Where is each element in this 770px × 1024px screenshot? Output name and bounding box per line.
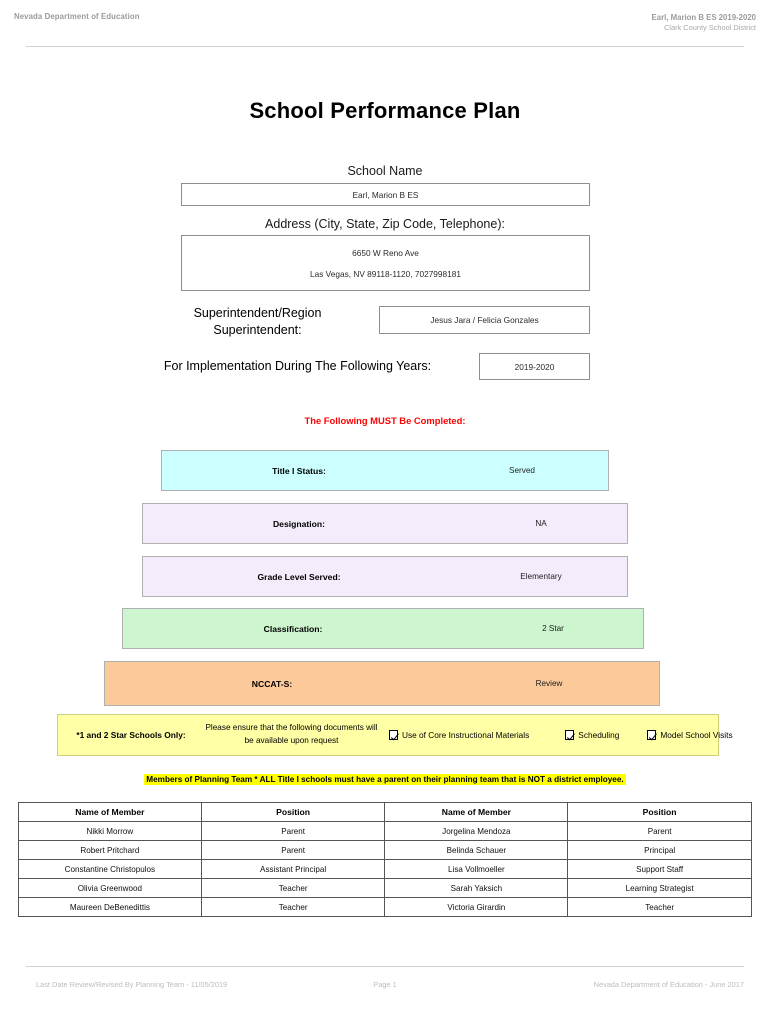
member-position-cell[interactable]: Teacher (200, 897, 386, 917)
table-row: Olivia Greenwood Teacher Sarah Yaksich L… (18, 878, 752, 898)
member-position-cell[interactable]: Parent (200, 821, 386, 841)
status-bar-grade-level[interactable]: Grade Level Served: Elementary (142, 556, 628, 597)
star-schools-row: *1 and 2 Star Schools Only: Please ensur… (57, 714, 733, 756)
checkbox-model-school-visits[interactable]: Model School Visits (647, 730, 733, 740)
table-row: Maureen DeBenedittis Teacher Victoria Gi… (18, 897, 752, 917)
status-bar-classification[interactable]: Classification: 2 Star (122, 608, 644, 649)
status-bar-title-i-label: Title I Status: (272, 465, 326, 476)
status-bar-nccat-s-value: Review (535, 679, 563, 688)
column-header-position-1: Position (200, 802, 386, 822)
star-schools-title: *1 and 2 Star Schools Only: (76, 730, 186, 740)
checkbox-core-instructional-materials-label: Use of Core Instructional Materials (402, 730, 530, 740)
member-name-cell[interactable]: Constantine Christopulos (18, 859, 202, 879)
table-row: Constantine Christopulos Assistant Princ… (18, 859, 752, 879)
column-header-name-1: Name of Member (18, 802, 202, 822)
member-position-cell[interactable]: Principal (567, 840, 752, 860)
superintendent-label: Superintendent/Region Superintendent: (193, 306, 322, 337)
footer-page-number: Page 1 (373, 979, 397, 989)
member-position-cell[interactable]: Parent (567, 821, 752, 841)
header-divider (26, 46, 744, 47)
checkmark-icon[interactable] (647, 730, 657, 740)
member-position-cell[interactable]: Teacher (567, 897, 752, 917)
implementation-years-label: For Implementation During The Following … (163, 359, 432, 373)
member-position-cell[interactable]: Assistant Principal (200, 859, 386, 879)
checkbox-model-school-visits-label: Model School Visits (660, 730, 733, 740)
footer-source: Nevada Department of Education - June 20… (593, 979, 744, 989)
member-name-cell[interactable]: Jorgelina Mendoza (384, 821, 569, 841)
checkbox-scheduling-label: Scheduling (578, 730, 620, 740)
header-agency-name: Nevada Department of Education (14, 12, 140, 21)
member-name-cell[interactable]: Nikki Morrow (18, 821, 202, 841)
table-row: Robert Pritchard Parent Belinda Schauer … (18, 840, 752, 860)
column-header-position-2: Position (567, 802, 752, 822)
footer-divider (26, 966, 744, 967)
implementation-years-field[interactable]: 2019-2020 (479, 353, 590, 380)
status-bar-grade-level-label: Grade Level Served: (257, 571, 341, 582)
school-name-value: Earl, Marion B ES (352, 189, 419, 200)
member-position-cell[interactable]: Support Staff (567, 859, 752, 879)
status-bar-nccat-s[interactable]: NCCAT-S: Review (104, 661, 660, 706)
header-school-year: Earl, Marion B ES 2019-2020 (651, 13, 756, 22)
member-position-cell[interactable]: Learning Strategist (567, 878, 752, 898)
checkbox-scheduling[interactable]: Scheduling (565, 730, 619, 740)
status-bar-designation-value: NA (535, 519, 547, 528)
school-name-field[interactable]: Earl, Marion B ES (181, 183, 590, 206)
status-bar-title-i[interactable]: Title I Status: Served (161, 450, 609, 491)
star-schools-note: Please ensure that the following documen… (205, 723, 378, 745)
planning-team-note-wrapper: Members of Planning Team * ALL Title I s… (0, 769, 770, 787)
member-name-cell[interactable]: Maureen DeBenedittis (18, 897, 202, 917)
must-complete-notice: The Following MUST Be Completed: (304, 415, 466, 426)
superintendent-value: Jesus Jara / Felicia Gonzales (430, 315, 539, 325)
status-bar-classification-label: Classification: (263, 623, 323, 634)
header-district: Clark County School District (663, 23, 756, 33)
superintendent-field[interactable]: Jesus Jara / Felicia Gonzales (379, 306, 590, 334)
status-bar-classification-value: 2 Star (542, 624, 564, 633)
member-name-cell[interactable]: Lisa Vollmoeller (384, 859, 569, 879)
address-line-2: Las Vegas, NV 89118-1120, 7027998181 (309, 268, 461, 279)
table-row: Nikki Morrow Parent Jorgelina Mendoza Pa… (18, 821, 752, 841)
school-name-label: School Name (347, 164, 423, 178)
address-field[interactable]: 6650 W Reno Ave Las Vegas, NV 89118-1120… (181, 235, 590, 291)
implementation-years-value: 2019-2020 (514, 361, 555, 372)
status-bar-designation-label: Designation: (272, 518, 326, 529)
member-name-cell[interactable]: Sarah Yaksich (384, 878, 569, 898)
page-header: Nevada Department of Education Earl, Mar… (0, 0, 770, 48)
column-header-name-2: Name of Member (384, 802, 569, 822)
address-label: Address (City, State, Zip Code, Telephon… (265, 217, 505, 231)
status-bar-designation[interactable]: Designation: NA (142, 503, 628, 544)
page-title: School Performance Plan (249, 98, 521, 123)
status-bar-grade-level-value: Elementary (520, 572, 562, 581)
table-header-row: Name of Member Position Name of Member P… (18, 802, 752, 822)
checkmark-icon[interactable] (389, 730, 398, 740)
checkmark-icon[interactable] (565, 730, 575, 740)
planning-team-note: Members of Planning Team * ALL Title I s… (144, 774, 626, 785)
member-position-cell[interactable]: Teacher (200, 878, 386, 898)
member-name-cell[interactable]: Belinda Schauer (384, 840, 569, 860)
member-position-cell[interactable]: Parent (200, 840, 386, 860)
header-school-info: Earl, Marion B ES 2019-2020 Clark County… (652, 12, 756, 34)
planning-team-members-table: Name of Member Position Name of Member P… (18, 802, 752, 917)
member-name-cell[interactable]: Robert Pritchard (18, 840, 202, 860)
member-name-cell[interactable]: Victoria Girardin (384, 897, 569, 917)
status-bar-nccat-s-label: NCCAT-S: (251, 678, 293, 689)
footer-last-review-date: Last Date Review/Revised By Planning Tea… (36, 979, 228, 989)
status-bar-title-i-value: Served (509, 466, 535, 475)
member-name-cell[interactable]: Olivia Greenwood (18, 878, 202, 898)
page-footer: Last Date Review/Revised By Planning Tea… (0, 974, 770, 994)
address-line-1: 6650 W Reno Ave (352, 247, 419, 258)
checkbox-core-instructional-materials[interactable]: Use of Core Instructional Materials (389, 730, 529, 740)
